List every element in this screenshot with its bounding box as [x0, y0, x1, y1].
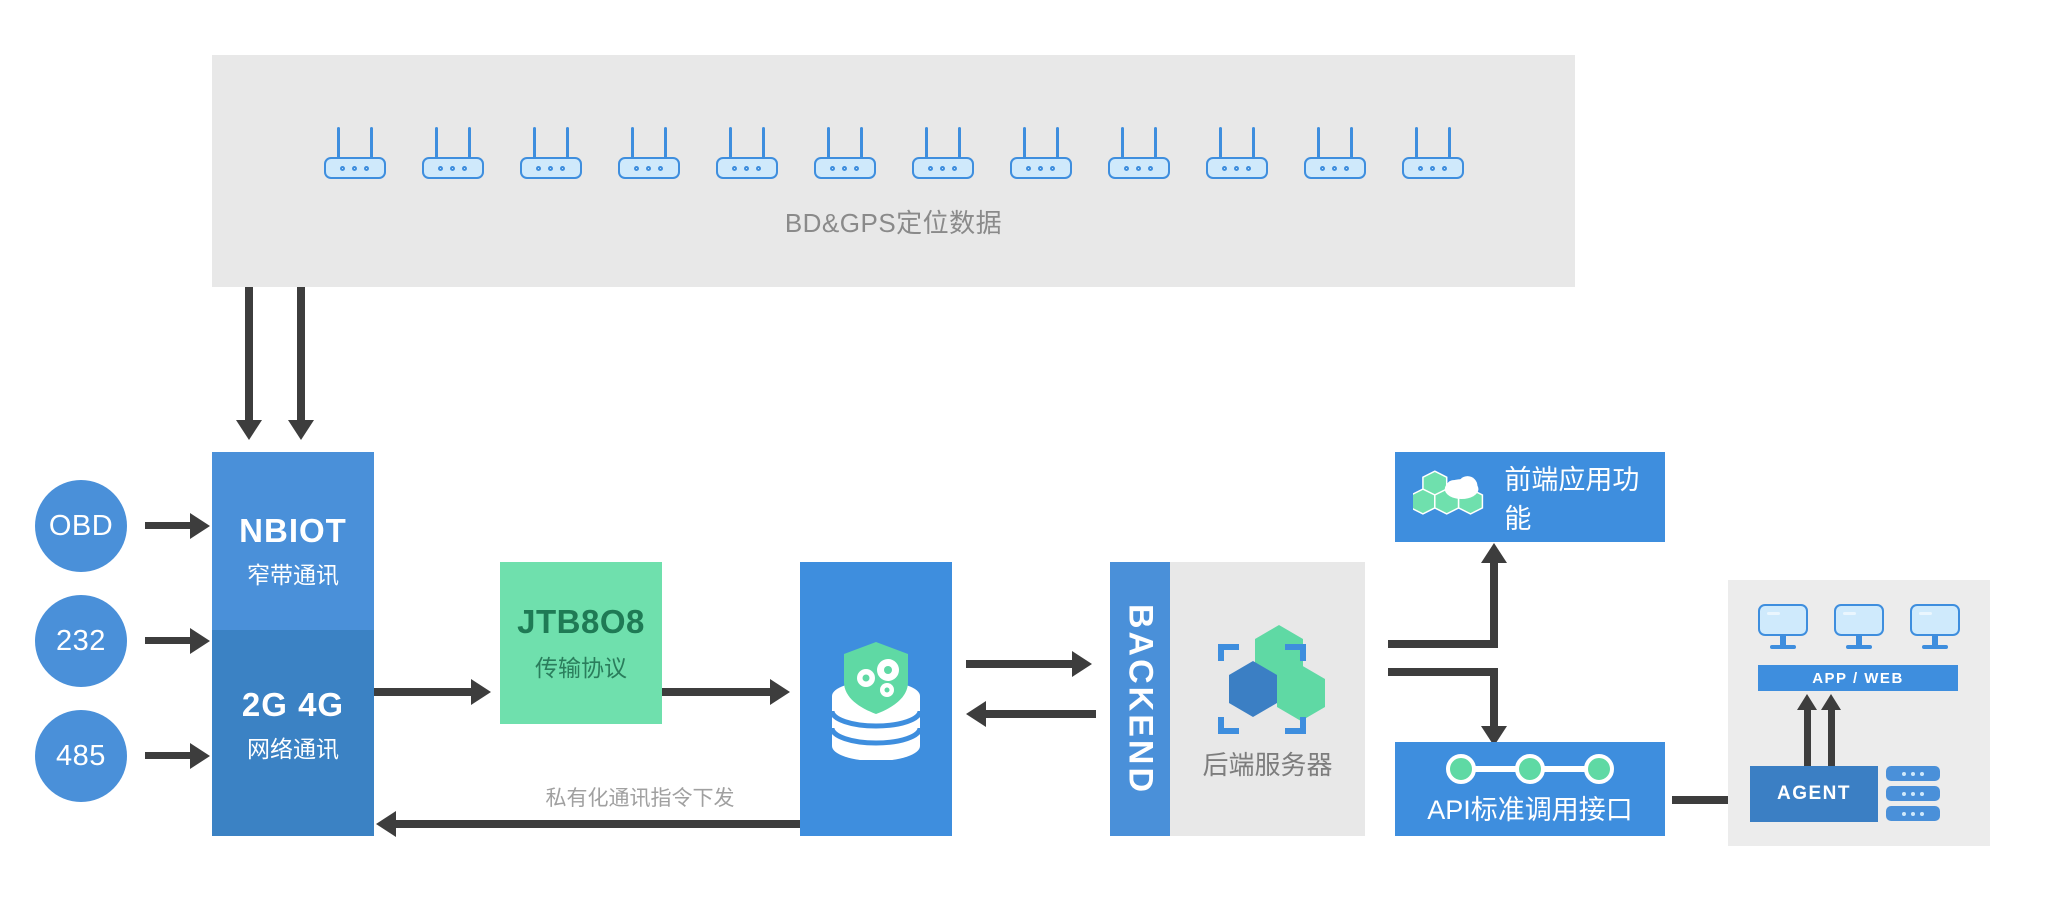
- gnss-downlink-arrow-2: [288, 420, 314, 440]
- gnss-downlink-line-2: [297, 287, 305, 423]
- gnss-downlink-line-1: [245, 287, 253, 423]
- api-label: API标准调用接口: [1427, 794, 1633, 825]
- backend-to-api-arrow: [1481, 726, 1507, 746]
- router-icon: [1009, 127, 1072, 179]
- obd-link-arrow: [190, 513, 210, 539]
- data-store-module[interactable]: [800, 562, 952, 836]
- source-485[interactable]: 485: [35, 710, 127, 802]
- router-icon: [1401, 127, 1464, 179]
- backend-to-db-arrow: [966, 701, 986, 727]
- private-command-arrow: [376, 811, 396, 837]
- private-command-line: [395, 820, 800, 828]
- gnss-downlink-arrow-1: [236, 420, 262, 440]
- source-232-label: 232: [56, 624, 106, 657]
- monitor-row: [1728, 604, 1990, 649]
- monitor-icon: [1834, 604, 1884, 649]
- cloud-cubes-icon: [1413, 470, 1484, 515]
- source-232[interactable]: 232: [35, 595, 127, 687]
- hexagon-cluster-icon: [1217, 624, 1325, 734]
- protocol-title: JTB8O8: [517, 603, 645, 640]
- agent-label: AGENT: [1777, 783, 1851, 804]
- backend-module[interactable]: BACKEND 后端服务器: [1110, 562, 1365, 836]
- backend-to-frontend-arrow: [1481, 543, 1507, 563]
- cellular-title: 2G 4G: [241, 686, 345, 723]
- router-icon: [1205, 127, 1268, 179]
- node-chain-icon: [1446, 753, 1614, 784]
- api-to-agent-line: [1672, 796, 1734, 804]
- comms-to-protocol-line: [374, 688, 474, 696]
- router-icon: [911, 127, 974, 179]
- nbiot-title: NBIOT: [239, 512, 347, 549]
- rs232-link-line: [145, 637, 193, 644]
- protocol-module[interactable]: JTB8O8 传输协议: [500, 562, 662, 724]
- cellular-module[interactable]: 2G 4G 网络通讯: [212, 630, 374, 836]
- router-icon: [813, 127, 876, 179]
- gnss-data-panel: BD&GPS定位数据: [212, 55, 1575, 287]
- backend-body-label: 后端服务器: [1202, 749, 1333, 780]
- protocol-subtitle: 传输协议: [535, 655, 627, 681]
- source-obd[interactable]: OBD: [35, 480, 127, 572]
- source-obd-label: OBD: [48, 509, 114, 542]
- monitor-icon: [1758, 604, 1808, 649]
- source-485-label: 485: [56, 739, 106, 772]
- backend-to-frontend-vline: [1490, 562, 1498, 648]
- rs485-link-arrow: [190, 743, 210, 769]
- rs232-link-arrow: [190, 628, 210, 654]
- backend-strip-label: BACKEND: [1121, 603, 1160, 795]
- router-icon: [1107, 127, 1170, 179]
- nbiot-module[interactable]: NBIOT 窄带通讯: [212, 452, 374, 630]
- router-icon: [323, 127, 386, 179]
- comms-to-protocol-arrow: [471, 679, 491, 705]
- router-icon: [421, 127, 484, 179]
- agent-to-appweb-arrow-2: [1821, 694, 1841, 710]
- protocol-to-db-arrow: [770, 679, 790, 705]
- frontend-app-label: 前端应用功能: [1504, 465, 1640, 534]
- cellular-subtitle: 网络通讯: [247, 736, 339, 762]
- router-icon: [617, 127, 680, 179]
- client-panel: APP / WEB AGENT: [1728, 580, 1990, 846]
- server-rack-icon: [1886, 766, 1940, 821]
- appweb-label: APP / WEB: [1812, 669, 1904, 687]
- agent-to-appweb-line-2: [1828, 708, 1835, 766]
- gnss-panel-label: BD&GPS定位数据: [784, 208, 1003, 238]
- backend-to-api-vline: [1490, 668, 1498, 738]
- backend-to-db-line: [986, 710, 1096, 718]
- monitor-icon: [1910, 604, 1960, 649]
- private-command-label: 私有化通讯指令下发: [545, 787, 735, 810]
- router-icon: [1303, 127, 1366, 179]
- agent-to-appweb-line-1: [1804, 708, 1811, 766]
- router-icon: [519, 127, 582, 179]
- nbiot-subtitle: 窄带通讯: [247, 562, 339, 588]
- rs485-link-line: [145, 752, 193, 759]
- db-to-backend-arrow: [1072, 651, 1092, 677]
- appweb-bar[interactable]: APP / WEB: [1758, 665, 1958, 691]
- protocol-to-db-line: [662, 688, 772, 696]
- gnss-device-row: [212, 127, 1575, 179]
- database-shield-gears-icon: [829, 642, 923, 760]
- db-to-backend-line: [966, 660, 1076, 668]
- agent-to-appweb-arrow-1: [1797, 694, 1817, 710]
- backend-to-frontend-hline: [1388, 640, 1498, 648]
- obd-link-line: [145, 522, 193, 529]
- backend-to-api-hline: [1388, 668, 1498, 676]
- backend-strip: BACKEND: [1110, 562, 1170, 836]
- frontend-app-module[interactable]: 前端应用功能: [1395, 452, 1665, 542]
- agent-box[interactable]: AGENT: [1750, 766, 1878, 822]
- api-module[interactable]: API标准调用接口: [1395, 742, 1665, 836]
- router-icon: [715, 127, 778, 179]
- backend-body: 后端服务器: [1170, 562, 1365, 836]
